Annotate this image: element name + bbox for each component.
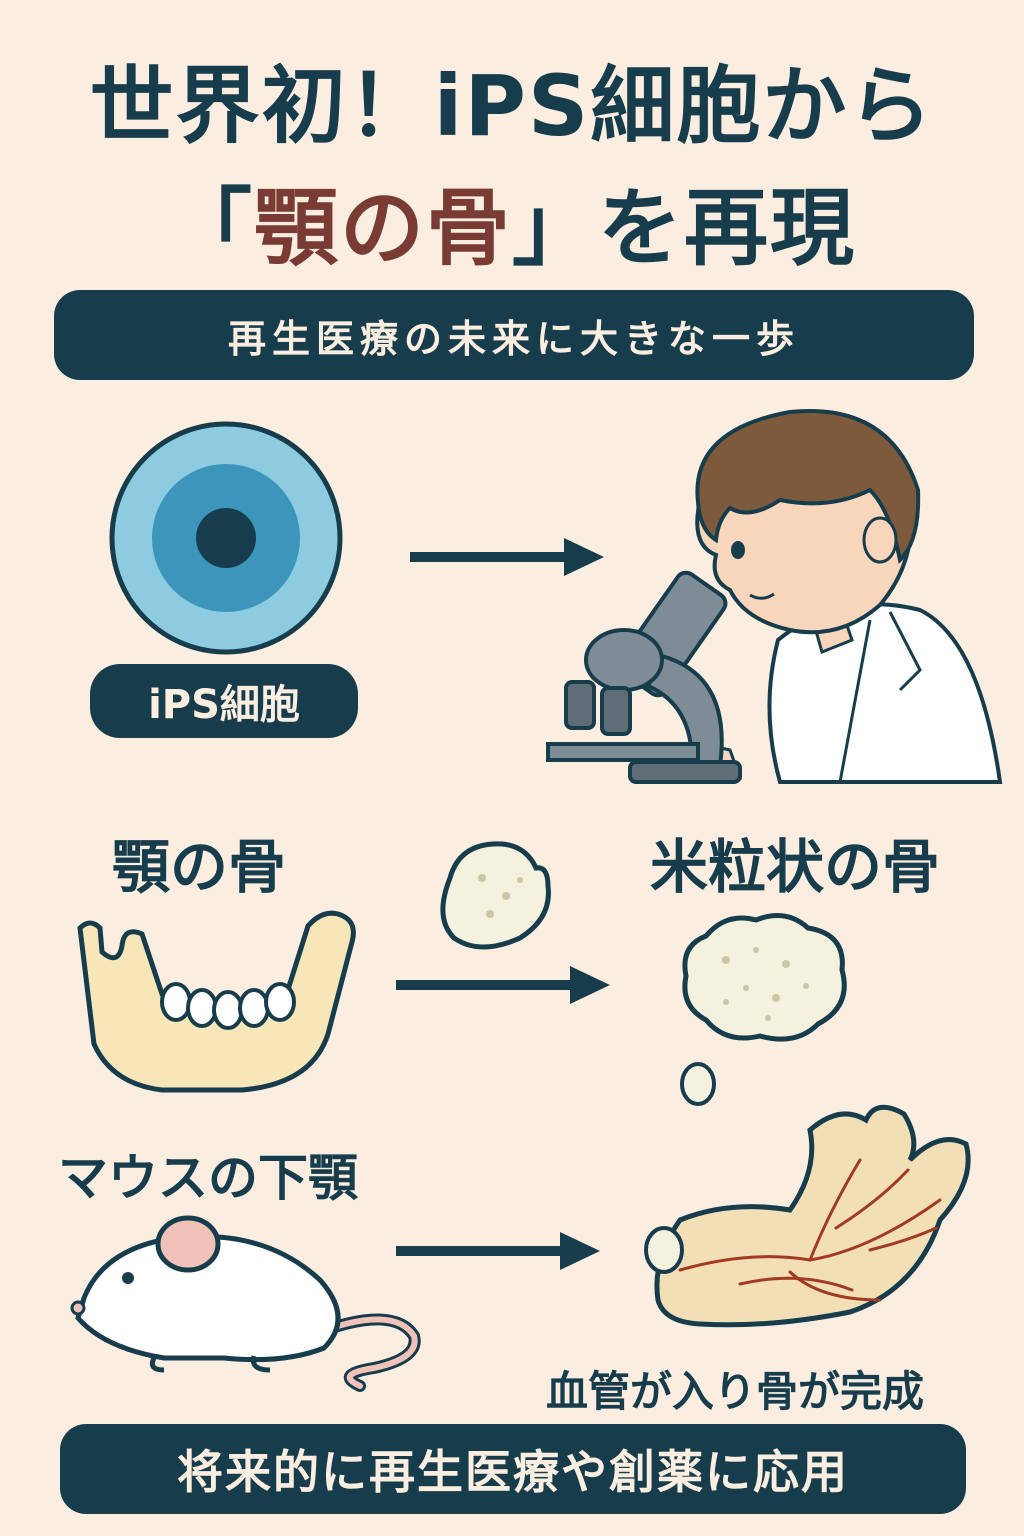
title-bracket-open: 「 bbox=[167, 179, 254, 277]
mouse-jaw-label: マウスの下顎 bbox=[58, 1149, 358, 1207]
rice-bone-small-icon bbox=[440, 841, 551, 950]
jaw-bone-icon bbox=[77, 910, 356, 1093]
jaw-bone-label: 顎の骨 bbox=[112, 833, 287, 901]
vascularized-bone-icon bbox=[644, 1062, 971, 1328]
footer-text: 将来的に再生医療や創薬に応用 bbox=[177, 1445, 849, 1499]
rice-bone-icon bbox=[682, 913, 847, 1042]
title-rest: 」を再現 bbox=[512, 179, 857, 277]
result-label: 血管が入り骨が完成 bbox=[546, 1367, 925, 1416]
arrow-icon bbox=[410, 538, 604, 576]
ips-label: iPS細胞 bbox=[90, 664, 358, 738]
ips-cell-icon bbox=[109, 421, 343, 655]
ips-label-text: iPS細胞 bbox=[148, 682, 300, 728]
title-accent: 顎の骨 bbox=[253, 179, 512, 277]
microscope-icon bbox=[546, 570, 742, 784]
mouse-icon bbox=[70, 1215, 421, 1392]
footer-banner: 将来的に再生医療や創薬に応用 bbox=[60, 1424, 966, 1514]
title-line-1: 世界初！iPS細胞から bbox=[89, 57, 935, 155]
arrow-icon bbox=[396, 1232, 600, 1270]
subtitle-banner: 再生医療の未来に大きな一歩 bbox=[54, 290, 974, 380]
subtitle-text: 再生医療の未来に大きな一歩 bbox=[227, 316, 800, 361]
rice-bone-label: 米粒状の骨 bbox=[650, 833, 941, 901]
arrow-icon bbox=[396, 966, 610, 1004]
title-line-2: 「顎の骨」を再現 bbox=[0, 186, 1024, 270]
